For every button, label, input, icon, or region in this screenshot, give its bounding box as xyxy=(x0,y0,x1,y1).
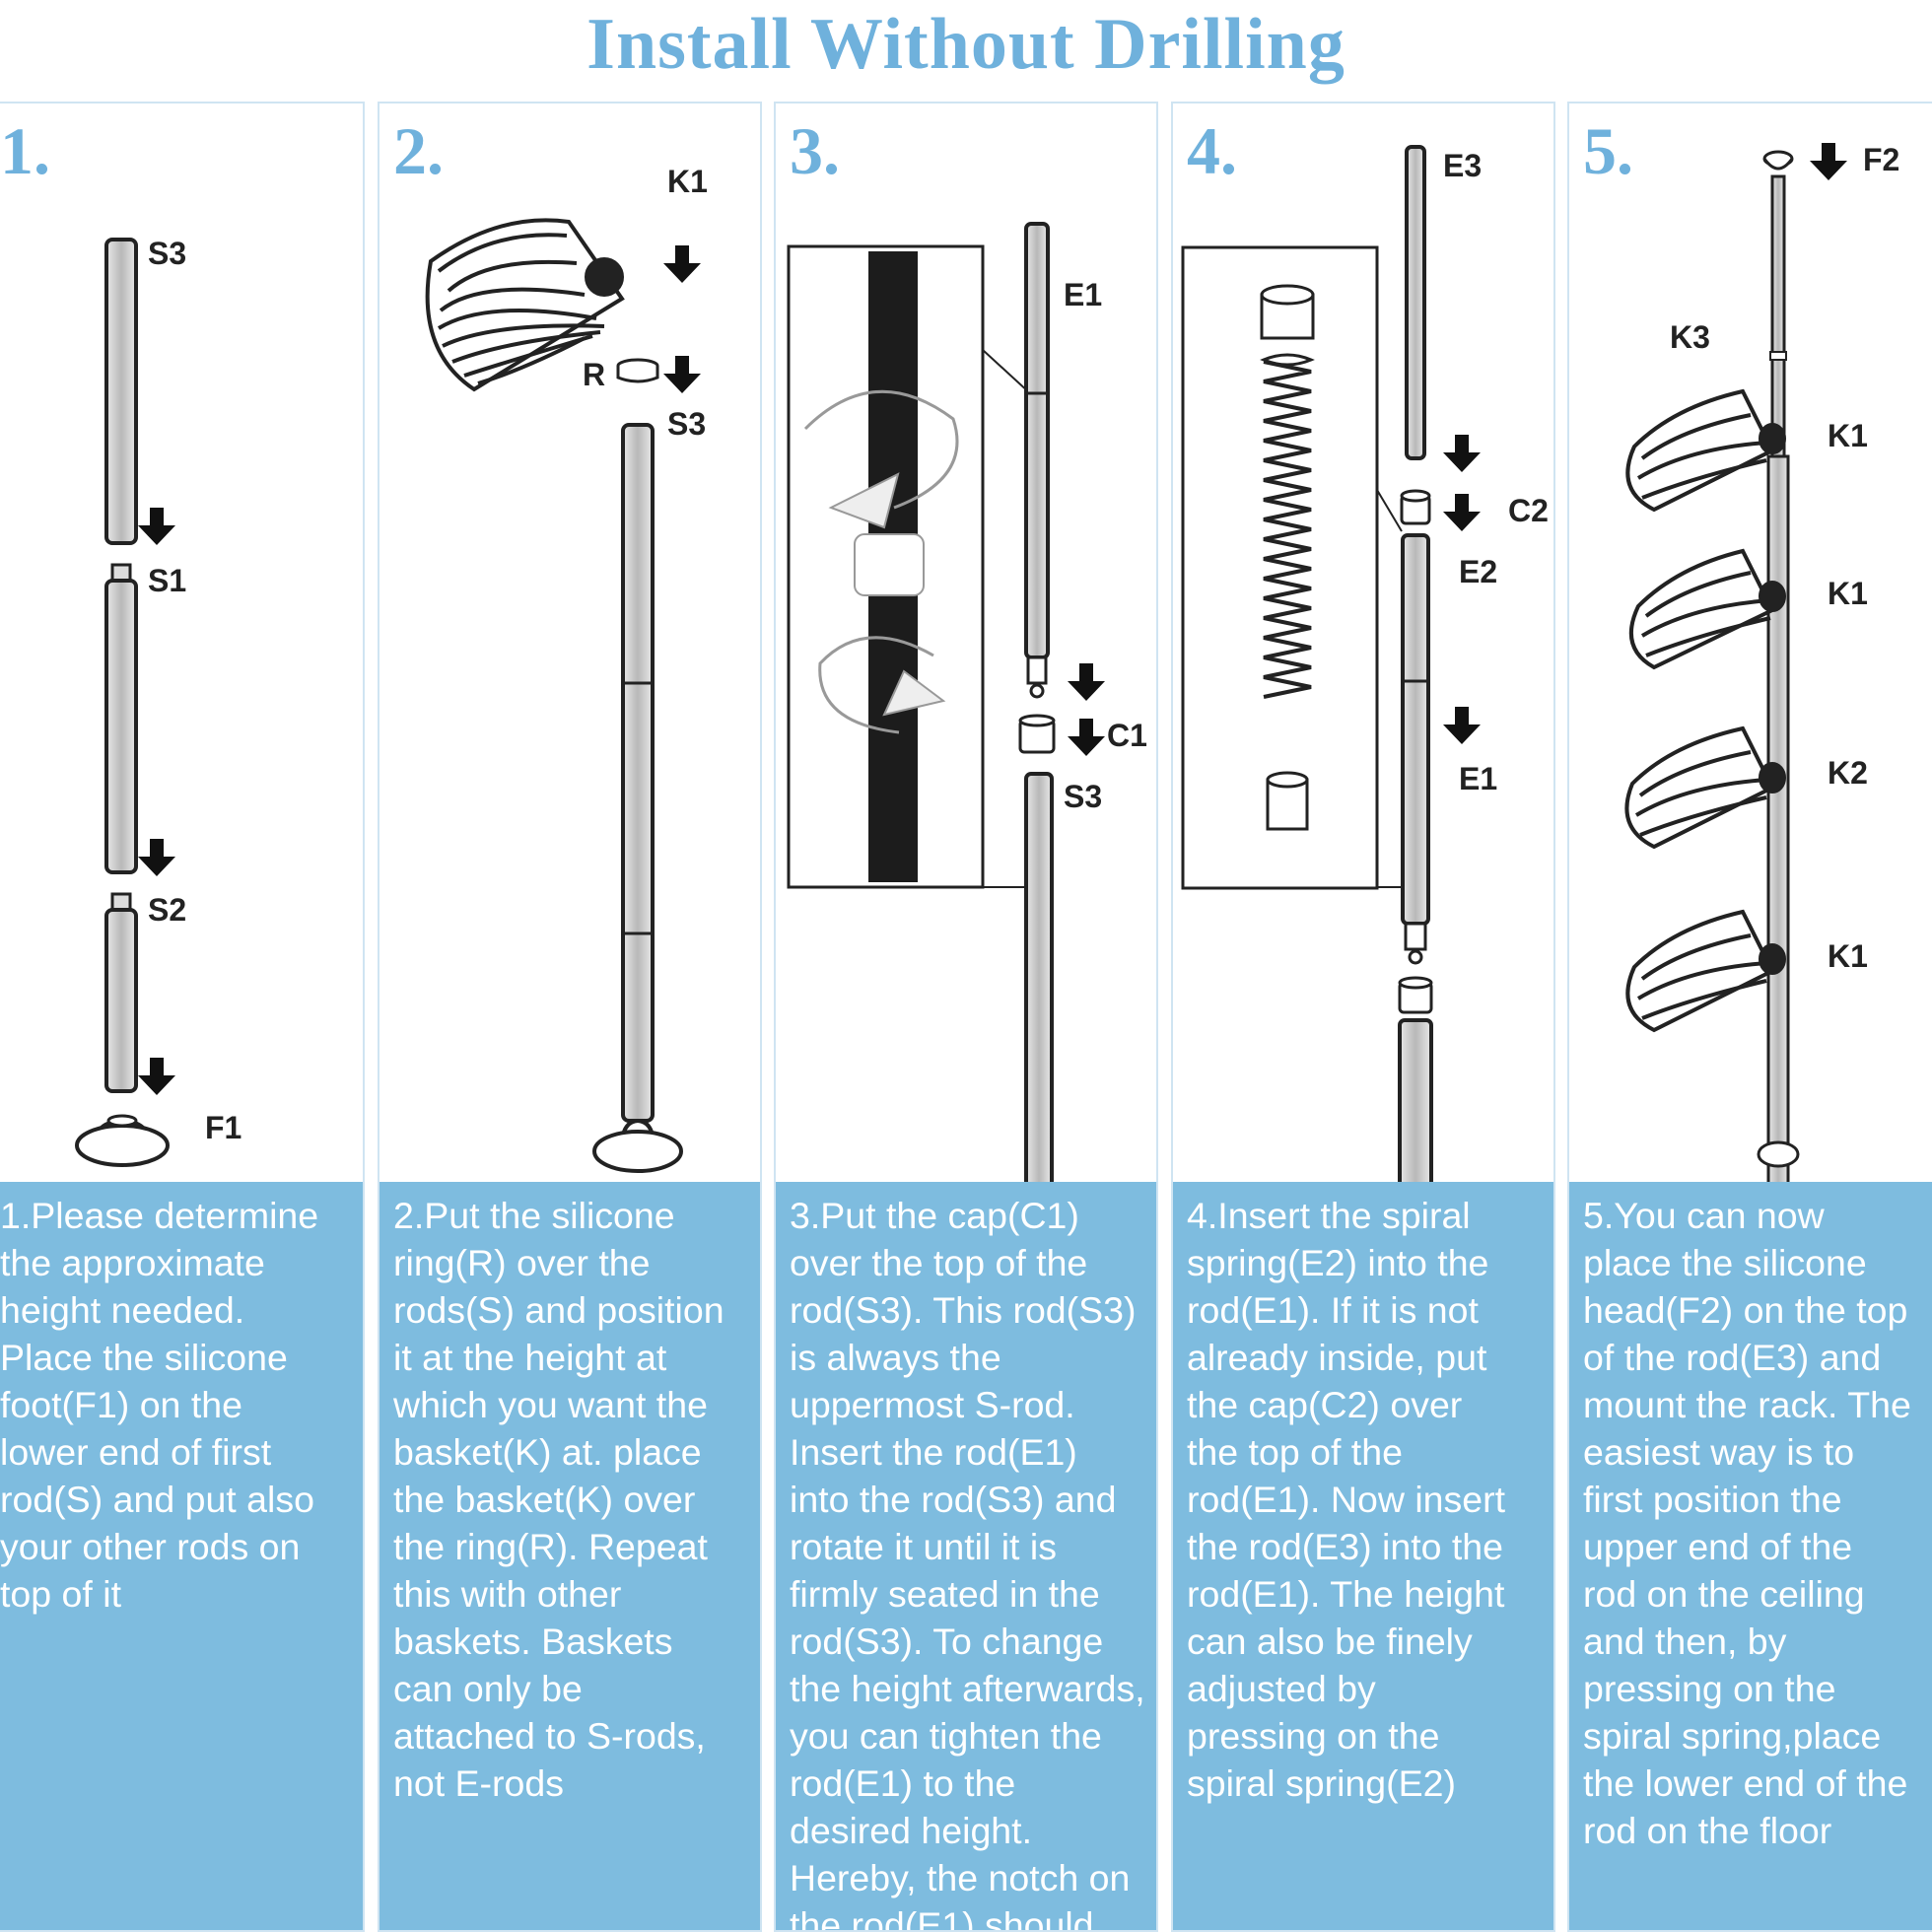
basket-icon xyxy=(1625,909,1786,1033)
spring-icon xyxy=(1263,360,1312,699)
step-5-panel: 5. F2 K3 K1 K1 K2 xyxy=(1567,102,1932,1932)
arrow-down-icon xyxy=(138,1058,175,1095)
label-k1: K1 xyxy=(1828,576,1868,611)
step-4-illustration: E3 C2 E2 E1 xyxy=(1181,145,1549,1182)
arrow-down-icon xyxy=(138,508,175,545)
label-f1: F1 xyxy=(205,1110,242,1145)
step-2-description: 2.Put the silicone ring(R) over the rods… xyxy=(380,1182,760,1930)
step-3-description: 3.Put the cap(C1) over the top of the ro… xyxy=(776,1182,1156,1930)
label-f2: F2 xyxy=(1863,142,1899,177)
label-e1: E1 xyxy=(1064,277,1102,312)
label-s3: S3 xyxy=(148,236,186,271)
label-k1: K1 xyxy=(1828,418,1868,453)
label-e2: E2 xyxy=(1459,554,1497,589)
step-3-number: 3. xyxy=(790,113,840,188)
label-c2: C2 xyxy=(1508,493,1549,528)
arrow-down-icon xyxy=(1443,435,1481,472)
step-2-panel: 2. K1 R S3 2.Put the silicone ring( xyxy=(378,102,762,1932)
arrow-down-icon xyxy=(138,839,175,876)
step-5-illustration: F2 K3 K1 K1 K2 K1 xyxy=(1624,142,1899,1182)
arrow-down-icon xyxy=(1068,719,1105,756)
step-1-description: 1.Please determine the approximate heigh… xyxy=(0,1182,363,1930)
arrow-down-icon xyxy=(1443,494,1481,531)
step-2-illustration: K1 R S3 xyxy=(425,164,708,1173)
basket-icon xyxy=(1625,388,1786,513)
label-e1: E1 xyxy=(1459,761,1497,796)
label-s3: S3 xyxy=(1064,779,1102,814)
step-1-panel: 1. S3 S1 S2 F1 1.Please determine the ap… xyxy=(0,102,365,1932)
label-k1: K1 xyxy=(667,164,708,199)
step-3-panel: 3. E1 C1 S3 3.Put the cap(C1) over the t… xyxy=(774,102,1158,1932)
rotate-arrow-icon xyxy=(828,472,900,529)
label-k1: K1 xyxy=(1828,938,1868,974)
step-5-description: 5.You can now place the silicone head(F2… xyxy=(1569,1182,1932,1930)
step-2-number: 2. xyxy=(393,113,444,188)
label-c1: C1 xyxy=(1107,718,1147,753)
basket-icon xyxy=(1624,725,1786,850)
arrow-down-icon xyxy=(1068,663,1105,701)
rotate-arrow-icon xyxy=(882,669,946,717)
step-5-number: 5. xyxy=(1583,113,1633,188)
basket-icon xyxy=(1628,548,1786,670)
label-e3: E3 xyxy=(1443,148,1482,183)
label-s3: S3 xyxy=(667,406,706,442)
basket-icon xyxy=(425,218,625,392)
step-4-description: 4.Insert the spiral spring(E2) into the … xyxy=(1173,1182,1553,1930)
step-4-panel: 4. E3 C2 E2 E1 4.Insert xyxy=(1171,102,1555,1932)
step-1-number: 1. xyxy=(0,113,50,188)
step-1-illustration: S3 S1 S2 F1 xyxy=(75,236,242,1167)
label-s2: S2 xyxy=(148,892,186,928)
label-r: R xyxy=(583,357,605,392)
step-3-illustration: E1 C1 S3 xyxy=(787,222,1147,1182)
arrow-down-icon xyxy=(663,356,701,393)
arrow-down-icon xyxy=(663,245,701,283)
step-4-number: 4. xyxy=(1187,113,1237,188)
arrow-down-icon xyxy=(1810,143,1847,180)
label-k2: K2 xyxy=(1828,755,1868,791)
arrow-down-icon xyxy=(1443,707,1481,744)
label-k3: K3 xyxy=(1670,319,1710,355)
label-s1: S1 xyxy=(148,563,186,598)
page-title: Install Without Drilling xyxy=(586,4,1346,85)
